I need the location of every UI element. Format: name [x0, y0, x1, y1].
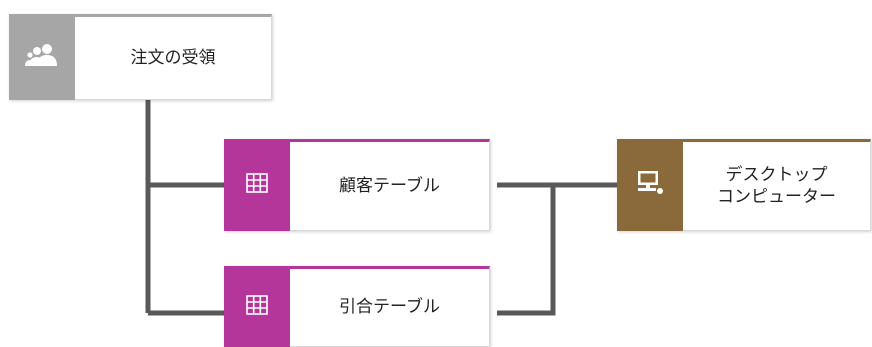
desktop-label-box: デスクトップ コンピューター: [683, 139, 871, 231]
customer-table-node[interactable]: 顧客テーブル: [224, 139, 490, 231]
people-icon: [25, 42, 59, 72]
quote-icon-tile: [224, 266, 290, 347]
order-received-node[interactable]: 注文の受領: [9, 14, 272, 100]
connector-order-to-tables: [145, 100, 224, 316]
connector-tables-to-desktop: [497, 182, 617, 316]
order-label-box: 注文の受領: [75, 14, 272, 100]
customer-icon-tile: [224, 139, 290, 231]
desktop-icon-tile: [617, 139, 683, 231]
quote-table-node[interactable]: 引合テーブル: [224, 266, 490, 347]
customer-table-label: 顧客テーブル: [339, 175, 440, 196]
order-received-label: 注文の受領: [130, 47, 216, 68]
customer-label-box: 顧客テーブル: [290, 139, 490, 231]
desktop-computer-label: デスクトップ コンピューター: [717, 164, 836, 207]
desktop-computer-icon: [636, 170, 664, 200]
quote-table-label: 引合テーブル: [339, 297, 440, 318]
table-grid-icon: [246, 173, 268, 197]
desktop-computer-node[interactable]: デスクトップ コンピューター: [617, 139, 871, 231]
table-grid-icon: [246, 294, 268, 319]
quote-label-box: 引合テーブル: [290, 266, 490, 347]
order-icon-tile: [9, 14, 75, 100]
